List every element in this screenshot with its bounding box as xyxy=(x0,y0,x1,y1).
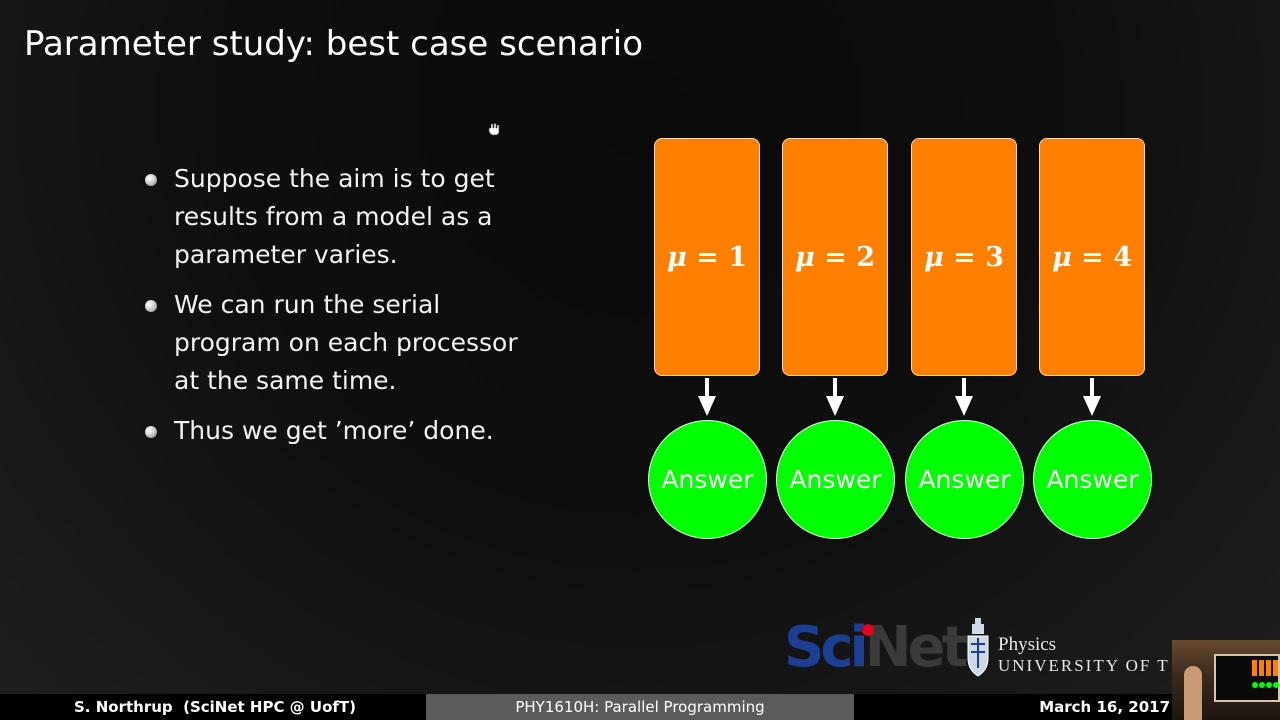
thumbnail-box xyxy=(1266,660,1271,676)
logo-area: SciNet Physics UNIVERSITY OF T xyxy=(780,612,1180,692)
presenter-figure xyxy=(1184,666,1202,720)
arrow-line xyxy=(833,378,837,400)
answer-circle: Answer xyxy=(776,420,895,539)
bullet-dot-icon xyxy=(145,300,157,312)
parameter-box: μ = 3 xyxy=(911,138,1017,376)
arrow-down-icon xyxy=(826,396,844,416)
projected-slide-thumbnail xyxy=(1214,654,1280,702)
bullet-dot-icon xyxy=(145,174,157,186)
parameter-label: μ = 3 xyxy=(924,241,1004,273)
slide-title: Parameter study: best case scenario xyxy=(24,24,644,64)
parameter-box: μ = 2 xyxy=(782,138,888,376)
bullet-item: Suppose the aim is to get results from a… xyxy=(145,160,545,274)
thumbnail-box xyxy=(1252,660,1257,676)
thumbnail-circle xyxy=(1266,682,1272,688)
footer-bar: S. Northrup (SciNet HPC @ UofT) PHY1610H… xyxy=(0,694,1280,720)
arrow-line xyxy=(705,378,709,400)
webcam-overlay xyxy=(1172,640,1280,720)
answer-circle: Answer xyxy=(905,420,1024,539)
thumbnail-circle xyxy=(1259,682,1265,688)
scinet-logo: SciNet xyxy=(784,615,968,680)
parameter-study-diagram: μ = 1 Answer μ = 2 Answer μ = 3 Answer μ… xyxy=(640,130,1170,550)
hand-cursor-icon xyxy=(488,123,500,136)
footer-course: PHY1610H: Parallel Programming xyxy=(426,694,854,720)
parameter-box: μ = 1 xyxy=(654,138,760,376)
arrow-down-icon xyxy=(698,396,716,416)
thumbnail-box xyxy=(1273,660,1278,676)
arrow-down-icon xyxy=(1083,396,1101,416)
footer-author: S. Northrup (SciNet HPC @ UofT) xyxy=(0,694,426,720)
bullet-text: Thus we get ’more’ done. xyxy=(174,416,494,445)
uoft-crest-icon xyxy=(967,618,989,677)
parameter-label: μ = 2 xyxy=(795,241,875,273)
thumbnail-circle xyxy=(1273,682,1279,688)
bullet-text: Suppose the aim is to get results from a… xyxy=(174,164,495,269)
physics-label: Physics xyxy=(998,634,1057,655)
parameter-box: μ = 4 xyxy=(1039,138,1145,376)
bullet-text: We can run the serial program on each pr… xyxy=(174,290,518,395)
thumbnail-circle xyxy=(1252,682,1258,688)
parameter-label: μ = 1 xyxy=(667,241,747,273)
arrow-down-icon xyxy=(955,396,973,416)
bullet-list: Suppose the aim is to get results from a… xyxy=(145,160,545,462)
parameter-label: μ = 4 xyxy=(1052,241,1132,273)
bullet-item: Thus we get ’more’ done. xyxy=(145,412,545,450)
answer-circle: Answer xyxy=(1033,420,1152,539)
arrow-line xyxy=(1090,378,1094,400)
arrow-line xyxy=(962,378,966,400)
thumbnail-box xyxy=(1259,660,1264,676)
bullet-dot-icon xyxy=(145,426,157,438)
scinet-red-dot-icon xyxy=(862,624,874,636)
bullet-item: We can run the serial program on each pr… xyxy=(145,286,545,400)
answer-circle: Answer xyxy=(648,420,767,539)
university-label: UNIVERSITY OF T xyxy=(998,656,1170,675)
